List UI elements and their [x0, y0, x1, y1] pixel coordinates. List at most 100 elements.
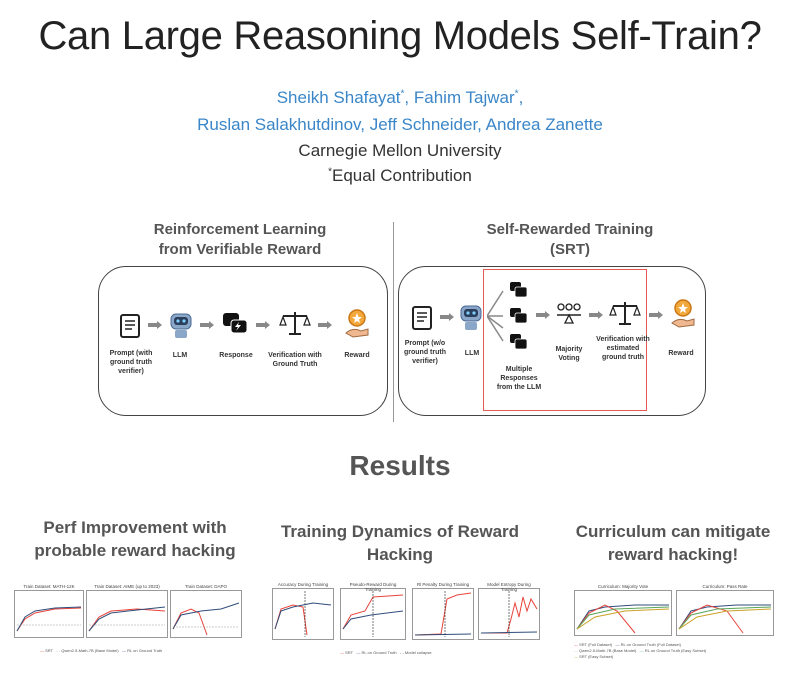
step-label: LLM	[172, 352, 188, 359]
arrow-icon	[649, 311, 663, 319]
arrow-icon	[256, 321, 270, 329]
legend-label: RL on Ground Truth	[361, 650, 397, 655]
dyn-chart-pseudo-reward: Pseudo-Reward During Training	[340, 582, 406, 640]
llm-robot-icon	[460, 305, 482, 330]
author-mark: *	[514, 88, 519, 100]
section-heading-perf: Perf Improvement with probable reward ha…	[10, 516, 260, 562]
affiliation: Carnegie Mellon University	[298, 141, 502, 160]
majority-voting-icon	[557, 303, 581, 324]
step-label: Prompt (with ground truth verifier)	[109, 350, 153, 375]
left-heading-line1: Reinforcement Learning	[153, 221, 327, 238]
step-label: Response	[219, 352, 253, 359]
step-label: Majority Voting	[555, 346, 583, 362]
panel-divider	[393, 222, 394, 422]
perf-chart-math12k: Train Dataset: MATH-12K	[14, 584, 84, 638]
verification-scale-icon	[609, 302, 641, 325]
prompt-document-icon	[120, 314, 140, 338]
arrow-icon	[536, 311, 550, 319]
chart-plot	[414, 591, 472, 637]
right-heading-line1: Self-Rewarded Training	[486, 221, 654, 238]
section-heading-line2: probable reward hacking	[34, 541, 236, 560]
legend-label: SRT (Full Dataset)	[579, 642, 613, 647]
srt-highlight-box	[483, 269, 647, 411]
chart-plot	[172, 602, 240, 636]
curr-chart-pass-rate: Curriculum: Pass Rate	[676, 584, 774, 636]
section-heading-line2: Hacking	[366, 545, 434, 564]
chart-plot	[274, 591, 332, 637]
chart-legend: — SRT - - Qwen2.5-Math-7B (Base Model) —…	[40, 648, 163, 653]
step-label: Verification with estimated ground truth	[596, 336, 650, 361]
left-heading-line2: from Verifiable Reward	[158, 241, 322, 258]
author-line-2[interactable]: Ruslan Salakhutdinov, Jeff Schneider, An…	[197, 115, 603, 134]
author-name[interactable]: Fahim Tajwar	[413, 88, 515, 107]
equal-contribution-text: Equal Contribution	[332, 166, 472, 185]
rlvr-diagram: Prompt (with ground truth verifier) LLM …	[98, 266, 388, 416]
section-heading-dynamics: Training Dynamics of Reward Hacking	[270, 520, 530, 566]
author-name[interactable]: Sheikh Shafayat	[276, 88, 401, 107]
right-heading-line2: (SRT)	[550, 241, 590, 258]
arrow-icon	[440, 313, 454, 321]
dyn-chart-rl-penalty: Rl Penalty During Training	[412, 582, 474, 640]
step-label: Reward	[668, 350, 694, 357]
right-panel-heading: Self-Rewarded Training (SRT)	[430, 220, 710, 260]
chart-legend: — SRT — RL on Ground Truth - - Model col…	[340, 650, 432, 655]
curr-chart-majority: Curriculum: Majority Vote	[574, 584, 672, 636]
reward-medal-icon	[345, 309, 369, 338]
chart-title: Rl Penalty During Training	[416, 582, 470, 587]
section-heading-line1: Training Dynamics of Reward	[280, 522, 520, 541]
author-separator: ,	[404, 88, 414, 107]
perf-chart-aime: Train Dataset: AIME (up to 2023)	[86, 584, 168, 638]
author-separator: ,	[518, 88, 524, 107]
step-label: Prompt (w/o ground truth verifier)	[404, 340, 446, 365]
chart-plot	[480, 591, 538, 637]
legend-label: SRT (Easy Subset)	[579, 654, 614, 659]
dyn-chart-accuracy: Accuracy During Training	[272, 582, 334, 640]
response-chat-icon	[510, 308, 528, 324]
legend-label: SRT	[345, 650, 353, 655]
step-label: Verification with Ground Truth	[268, 352, 322, 368]
section-heading-line1: Curriculum can mitigate	[575, 522, 771, 541]
legend-label: RL on Ground Truth (Easy Subset)	[644, 648, 707, 653]
author-mark: *	[400, 88, 405, 100]
response-chat-icon	[510, 282, 528, 298]
verification-scale-icon	[279, 312, 311, 335]
equal-contribution-mark: *	[328, 166, 333, 178]
fan-out-arrows	[487, 290, 504, 342]
legend-label: RL on Ground Truth	[127, 648, 163, 653]
response-chat-icon	[223, 313, 248, 334]
legend-label: SRT	[45, 648, 53, 653]
chart-title: Curriculum: Majority Vote	[597, 584, 649, 589]
prompt-document-icon	[412, 306, 432, 330]
section-heading-curriculum: Curriculum can mitigate reward hacking!	[548, 520, 798, 566]
response-chat-icon	[510, 334, 528, 350]
chart-title: Train Dataset: AIME (up to 2023)	[94, 584, 160, 589]
legend-label: Qwen2.5-Math-7B (Base Model)	[61, 648, 119, 653]
chart-plot	[88, 606, 166, 632]
perf-chart-dapo: Train Dataset: DAPO	[170, 584, 242, 638]
dyn-chart-entropy: Model Entropy During Training	[478, 582, 540, 640]
chart-title: Curriculum: Pass Rate	[702, 584, 748, 589]
section-heading-line1: Perf Improvement with	[43, 518, 227, 537]
chart-plot	[678, 604, 772, 634]
chart-plot	[342, 591, 404, 637]
chart-title: Pseudo-Reward During Training	[349, 582, 397, 592]
chart-title: Accuracy During Training	[277, 582, 329, 587]
arrow-icon	[148, 321, 162, 329]
legend-label: Model collapse	[404, 650, 432, 655]
legend-label: RL on Ground Truth (Full Dataset)	[620, 642, 681, 647]
step-label: Reward	[344, 352, 370, 359]
section-heading-line2: reward hacking!	[607, 545, 739, 564]
results-heading: Results	[349, 450, 451, 481]
chart-plot	[576, 604, 670, 634]
srt-diagram: Prompt (w/o ground truth verifier) LLM M…	[398, 266, 706, 416]
author-line-1: Sheikh Shafayat*, Fahim Tajwar*,	[0, 88, 800, 108]
paper-title: Can Large Reasoning Models Self-Train?	[38, 14, 762, 58]
chart-legend: — SRT (Full Dataset) — RL on Ground Trut…	[574, 642, 707, 659]
chart-title: Train Dataset: MATH-12K	[23, 584, 75, 589]
chart-plot	[16, 606, 82, 632]
arrow-icon	[318, 321, 332, 329]
step-label: LLM	[464, 350, 480, 357]
left-panel-heading: Reinforcement Learning from Verifiable R…	[100, 220, 380, 260]
legend-label: Qwen2.5-Math-7B (Base Model)	[578, 648, 637, 653]
reward-medal-icon	[671, 299, 695, 328]
